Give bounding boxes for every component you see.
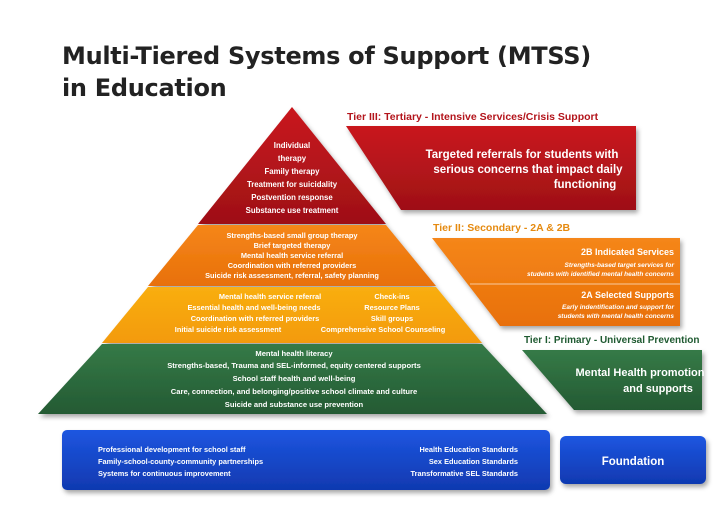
tier3-item: Individual (274, 141, 310, 150)
tier3-panel (346, 126, 636, 210)
tier1-desc-line: Mental Health promotion (576, 367, 705, 379)
tier2a-left-item: Coordination with referred providers (191, 314, 320, 323)
tier2a-right-item: Comprehensive School Counseling (321, 325, 446, 334)
tier2a-right-item: Resource Plans (364, 303, 419, 312)
tier2a-right-item: Skill groups (371, 314, 413, 323)
tier2b-item: Coordination with referred providers (228, 261, 357, 270)
tier3-desc-line: Targeted referrals for students with (426, 149, 619, 161)
tier2-panel (432, 238, 680, 326)
tier2b-item: Brief targeted therapy (254, 241, 332, 250)
tier2-heading: Tier II: Secondary - 2A & 2B (433, 222, 571, 234)
foundation-right-item: Sex Education Standards (429, 457, 518, 466)
tier1-panel (522, 350, 702, 410)
tier2b-title: 2B Indicated Services (581, 247, 674, 257)
tier1-item: Mental health literacy (255, 349, 333, 358)
tier3-desc-line: serious concerns that impact daily (433, 164, 623, 176)
foundation-left-item: Professional development for school staf… (98, 445, 246, 454)
tier1-item: School staff health and well-being (233, 374, 356, 383)
tier3-desc-line: functioning (554, 179, 617, 191)
pyramid-tier1 (38, 344, 547, 414)
foundation-label: Foundation (602, 456, 665, 468)
tier2a-left-item: Initial suicide risk assessment (175, 325, 282, 334)
tier2a-title: 2A Selected Supports (581, 290, 674, 300)
tier2b-item: Strengths-based small group therapy (226, 231, 358, 240)
foundation-left-item: Systems for continuous improvement (98, 469, 231, 478)
tier3-item: Family therapy (264, 167, 320, 176)
foundation-right-item: Health Education Standards (419, 445, 518, 454)
foundation-bar (62, 430, 550, 490)
tier2a-left-item: Mental health service referral (219, 292, 321, 301)
tier1-desc-line: and supports (623, 383, 693, 395)
foundation-right-item: Transformative SEL Standards (411, 469, 518, 478)
tier3-item: therapy (278, 154, 307, 163)
page-title: Multi-Tiered Systems of Support (MTSS) i… (62, 40, 591, 104)
foundation-left-item: Family-school-county-community partnersh… (98, 457, 263, 466)
tier3-item: Treatment for suicidality (247, 180, 338, 189)
tier3-item: Substance use treatment (246, 206, 339, 215)
tier1-heading: Tier I: Primary - Universal Prevention (524, 335, 699, 346)
tier1-item: Strengths-based, Trauma and SEL-informed… (167, 361, 421, 370)
title-line-1: Multi-Tiered Systems of Support (MTSS) (62, 42, 591, 70)
tier2a-desc-line: Early indentification and support for (562, 304, 674, 311)
title-line-2: in Education (62, 74, 227, 102)
tier2a-right-item: Check-ins (374, 292, 409, 301)
pyramid-tier2b (148, 225, 436, 286)
tier2a-left-item: Essential health and well-being needs (187, 303, 320, 312)
foundation-panel (560, 436, 706, 484)
pyramid-tier2a (102, 287, 482, 343)
tier2b-desc-line: students with identified mental health c… (527, 271, 674, 278)
tier2a-desc-line: students with mental health concerns (558, 313, 675, 320)
tier1-item: Care, connection, and belonging/positive… (171, 387, 417, 396)
tier2b-item: Mental health service referral (241, 251, 343, 260)
pyramid-tier3 (198, 107, 386, 224)
tier2b-item: Suicide risk assessment, referral, safet… (205, 271, 379, 280)
tier3-item: Postvention response (251, 193, 333, 202)
tier1-item: Suicide and substance use prevention (225, 400, 364, 409)
tier3-heading: Tier III: Tertiary - Intensive Services/… (347, 111, 599, 123)
tier2b-desc-line: Strengths-based target services for (565, 262, 675, 269)
